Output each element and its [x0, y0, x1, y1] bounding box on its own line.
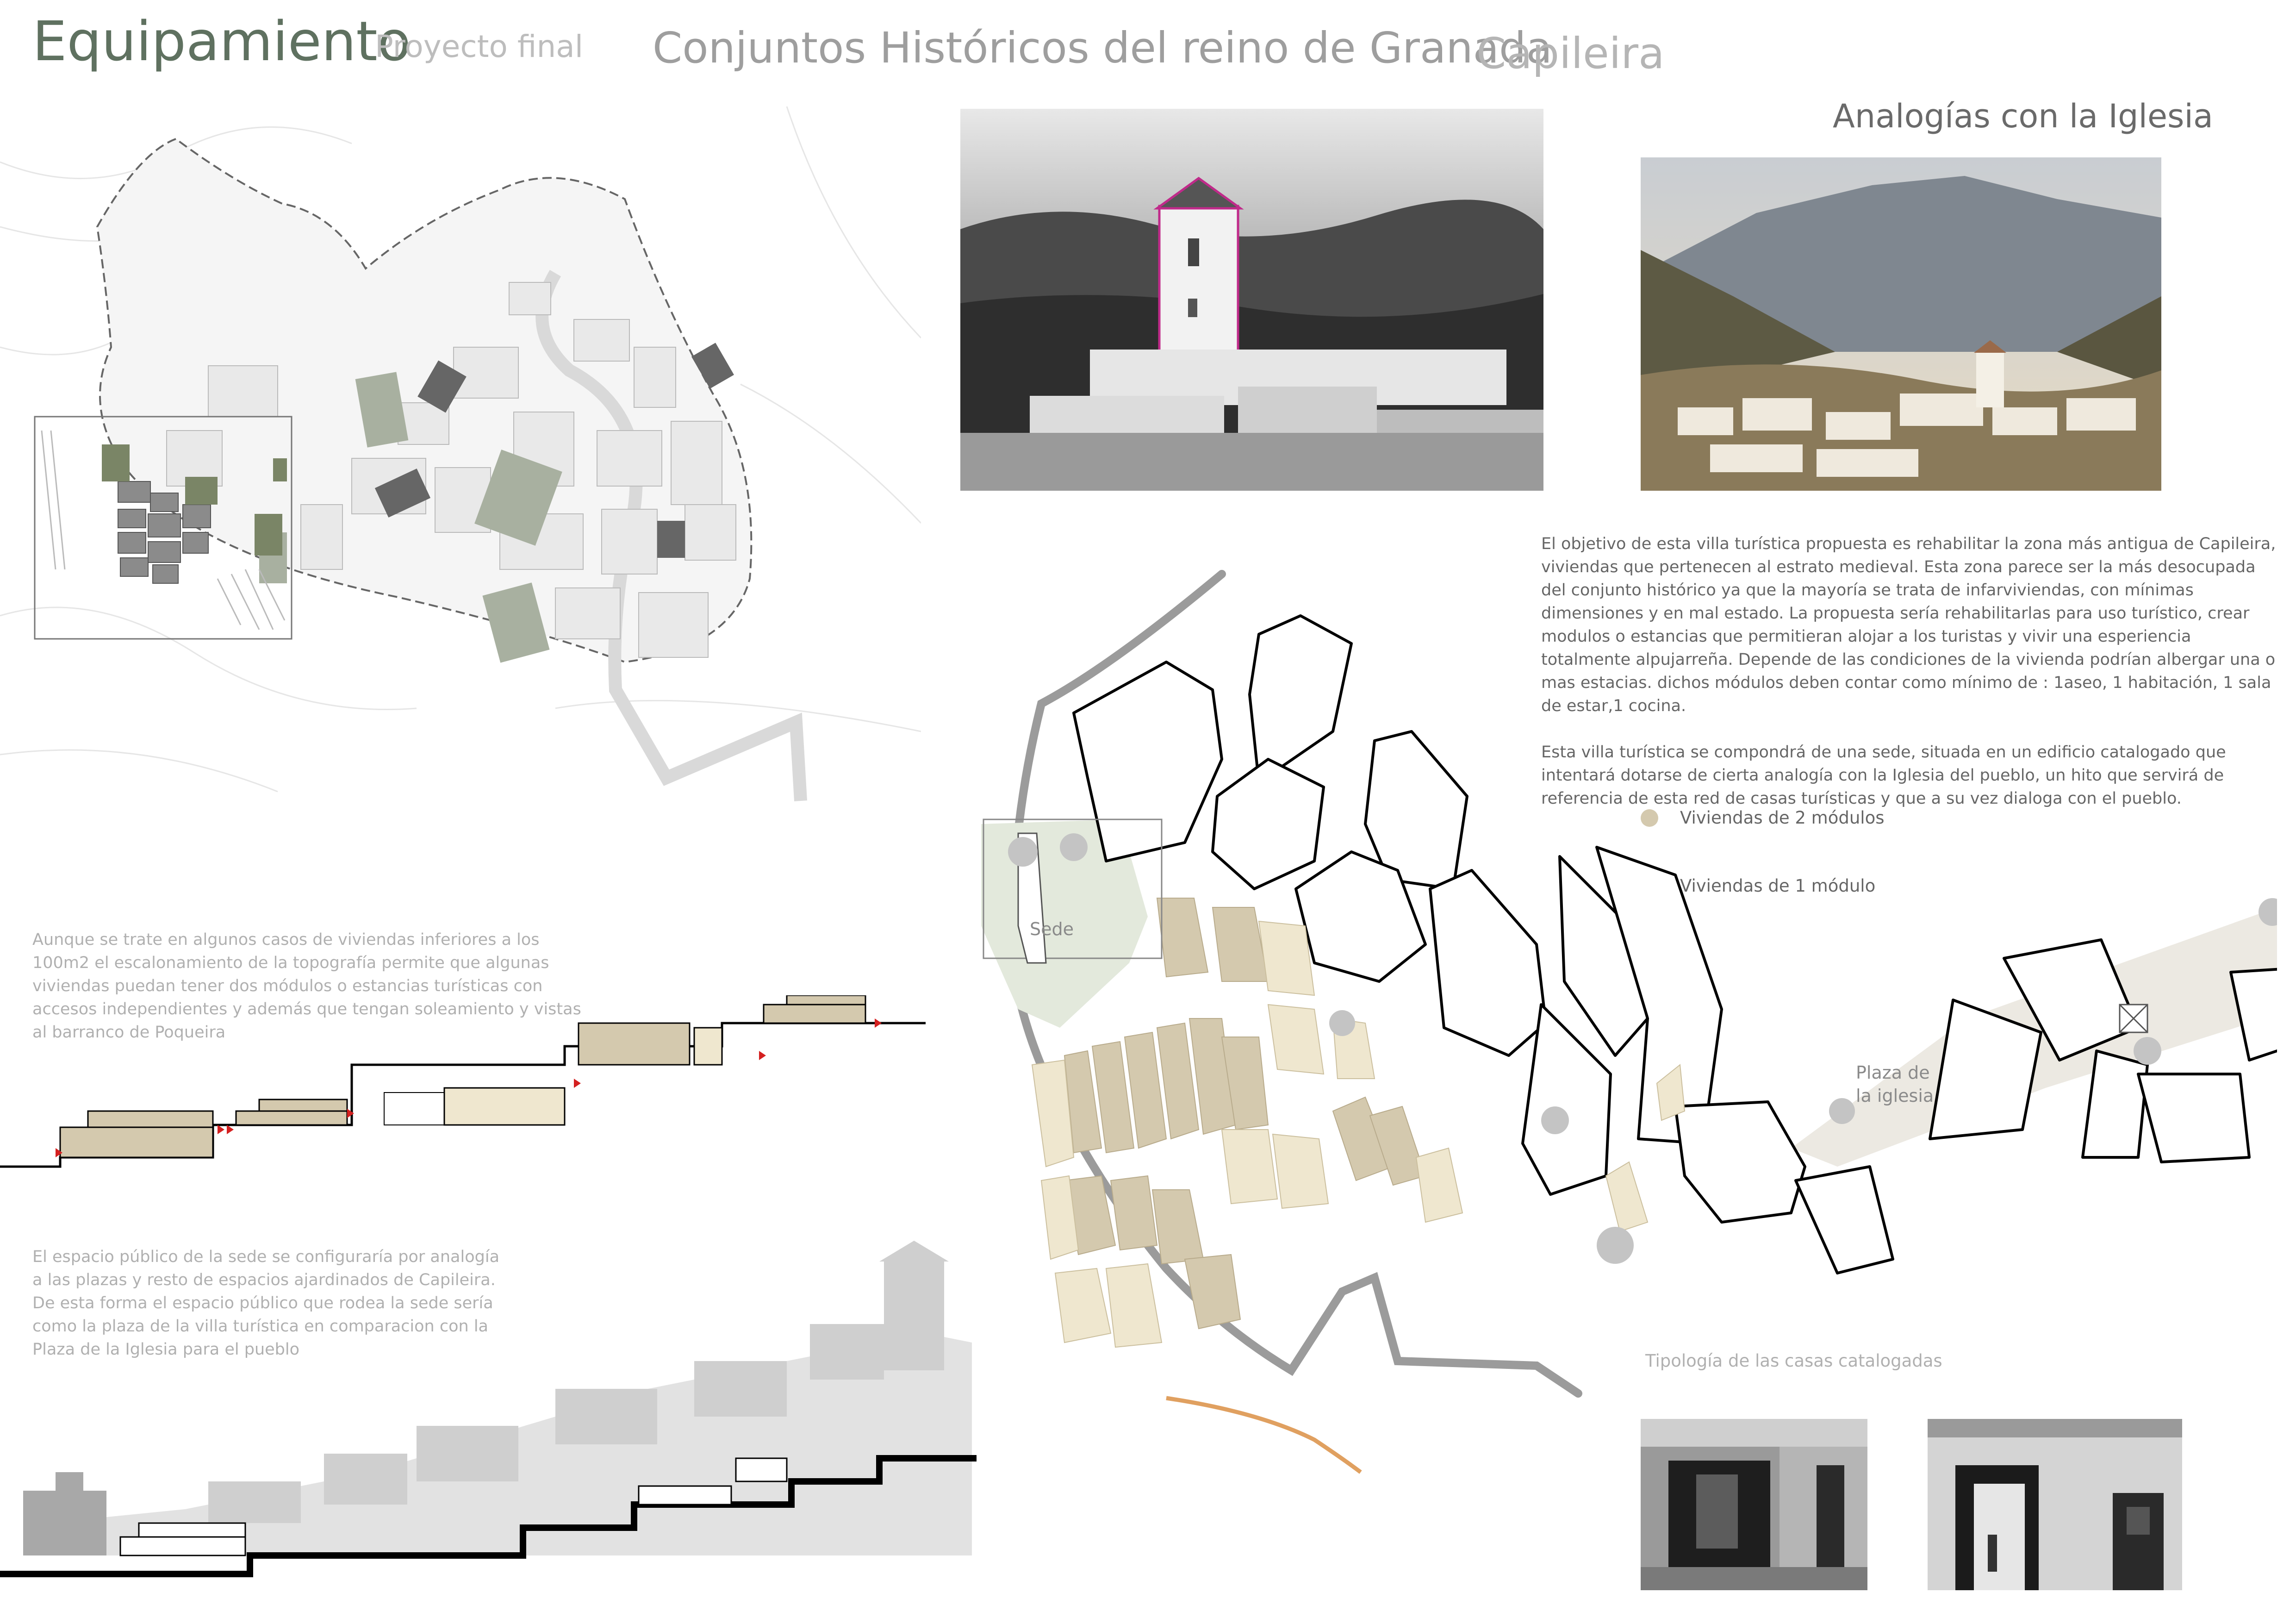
- legend-one-module: Viviendas de 1 módulo: [1680, 876, 1876, 896]
- page-subtitle: Proyecto final: [375, 29, 584, 64]
- village-photo: [1641, 157, 2161, 491]
- church-tower-icon: [2119, 1004, 2148, 1033]
- typology-photo-2: [1928, 1419, 2182, 1590]
- description-paragraph-2: Esta villa turística se compondrá de una…: [1541, 743, 2226, 808]
- tree-icon: [1329, 1010, 1355, 1036]
- plaza-label-line1: Plaza de: [1856, 1062, 1930, 1083]
- site-plan: [0, 106, 922, 829]
- topography-note: Aunque se trate en algunos casos de vivi…: [32, 931, 581, 1042]
- village-section: [0, 1231, 981, 1583]
- tree-icon: [1541, 1106, 1569, 1134]
- tree-icon: [2134, 1037, 2161, 1065]
- legend-swatch-two-modules: [1641, 809, 1658, 827]
- analogies-heading: Analogías con la Iglesia: [1833, 97, 2213, 135]
- tree-icon: [1829, 1098, 1855, 1124]
- project-place: Capileira: [1476, 29, 1665, 78]
- sede-label: Sede: [1030, 919, 1074, 939]
- page-title: Equipamiento: [32, 9, 411, 73]
- project-title: Conjuntos Históricos del reino de Granad…: [653, 23, 1552, 73]
- typology-photo-1: [1641, 1419, 1867, 1590]
- terrace-section: [0, 994, 926, 1181]
- tree-icon: [1060, 833, 1088, 861]
- church-photo: [960, 109, 1543, 491]
- project-description: El objetivo de esta villa turística prop…: [1541, 532, 2282, 833]
- tree-icon: [1008, 837, 1038, 867]
- entrance-arrow-icon: [56, 1018, 882, 1157]
- proposal-plan: Sede Plaza de la iglesia: [935, 565, 2296, 1481]
- description-paragraph-1: El objetivo de esta villa turística prop…: [1541, 535, 2276, 715]
- tree-icon: [1597, 1227, 1634, 1264]
- typology-caption: Tipología de las casas catalogadas: [1645, 1351, 1942, 1371]
- plaza-label-line2: la iglesia: [1856, 1086, 1934, 1106]
- public-space-note: El espacio público de la sede se configu…: [32, 1248, 500, 1359]
- legend-two-modules: Viviendas de 2 módulos: [1680, 808, 1885, 828]
